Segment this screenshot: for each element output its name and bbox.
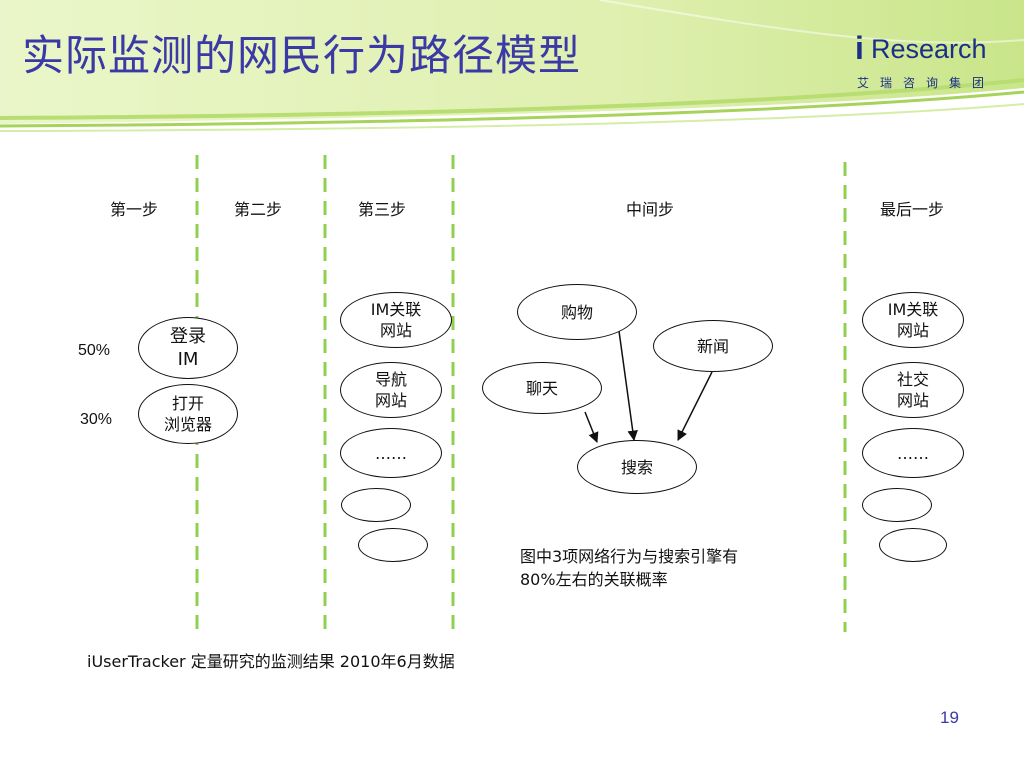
arrow-news-search bbox=[677, 371, 713, 441]
step-2-label: 第二步 bbox=[233, 200, 283, 219]
page-title: 实际监测的网民行为路径模型 bbox=[22, 31, 582, 80]
step3-nav-sites-node: 导航 网站 bbox=[340, 362, 442, 418]
last-more-node: …… bbox=[862, 428, 964, 478]
chat-node: 聊天 bbox=[482, 362, 602, 414]
logo-subtitle: 艾瑞咨询集团 bbox=[857, 76, 996, 90]
last-empty-node-1 bbox=[862, 488, 932, 522]
shopping-node: 购物 bbox=[517, 284, 637, 340]
open-browser-node: 打开 浏览器 bbox=[138, 384, 238, 444]
flow-arrows bbox=[584, 330, 713, 443]
step3-more-node: …… bbox=[340, 428, 442, 478]
news-node: 新闻 bbox=[653, 320, 773, 372]
last-im-sites-node: IM关联 网站 bbox=[862, 292, 964, 348]
arrow-chat-search bbox=[584, 411, 599, 443]
step3-im-sites-node: IM关联 网站 bbox=[340, 292, 452, 348]
page-number: 19 bbox=[940, 708, 959, 727]
step-3-label: 第三步 bbox=[357, 200, 407, 219]
arrow-shopping-search bbox=[618, 330, 638, 442]
logo-word: Research bbox=[871, 34, 987, 64]
step3-empty-node-1 bbox=[341, 488, 411, 522]
browser-percent: 30% bbox=[80, 411, 113, 428]
step-middle-label: 中间步 bbox=[625, 200, 675, 219]
step-last-label: 最后一步 bbox=[879, 200, 945, 219]
last-social-sites-node: 社交 网站 bbox=[862, 362, 964, 418]
search-node: 搜索 bbox=[577, 440, 697, 494]
data-source-note: iUserTracker 定量研究的监测结果 2010年6月数据 bbox=[87, 652, 455, 671]
iresearch-logo: i Research 艾瑞咨询集团 bbox=[855, 30, 995, 90]
last-empty-node-2 bbox=[879, 528, 947, 562]
login-im-node: 登录 IM bbox=[138, 317, 238, 379]
logo-i: i bbox=[855, 30, 864, 66]
association-note: 图中3项网络行为与搜索引擎有 80%左右的关联概率 bbox=[520, 547, 739, 589]
step-1-label: 第一步 bbox=[109, 200, 159, 219]
login-percent: 50% bbox=[78, 342, 111, 359]
step3-empty-node-2 bbox=[358, 528, 428, 562]
